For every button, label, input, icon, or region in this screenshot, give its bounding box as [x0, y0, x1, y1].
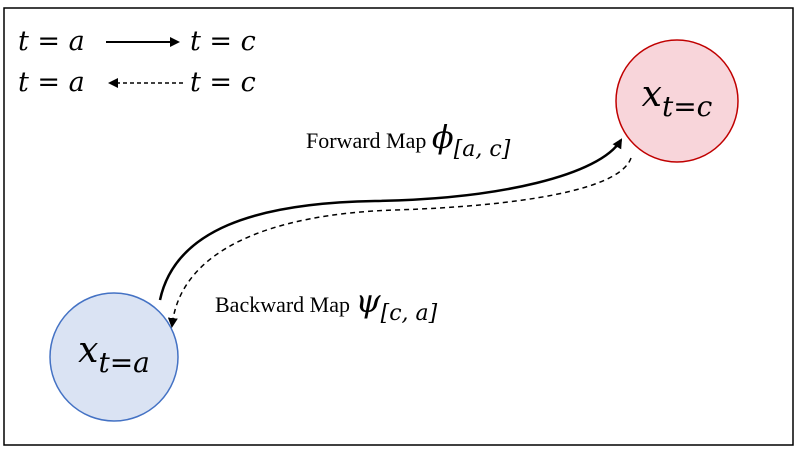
node-start-subscript: t=a: [98, 346, 150, 379]
node-end-circle: [615, 39, 739, 163]
forward-map-arrow: [158, 138, 623, 301]
forward-map-text: Forward Map: [306, 128, 432, 153]
node-end-subscript: t=c: [661, 90, 713, 123]
psi-symbol: ψ: [355, 282, 381, 320]
forward-map-label: Forward Map ϕ[a, c]: [306, 121, 511, 165]
phi-symbol: ϕ: [431, 118, 454, 156]
outer-border: [3, 7, 794, 446]
node-start-label: xt=a: [78, 330, 150, 380]
backward-map-arrow: [167, 157, 632, 328]
legend-forward-left: t = a: [18, 26, 85, 57]
legend-forward-right: t = c: [190, 26, 256, 57]
backward-map-text: Backward Map: [215, 292, 356, 317]
backward-map-label: Backward Map ψ[c, a]: [215, 285, 438, 329]
forward-map-subscript: [a, c]: [453, 137, 511, 162]
backward-map-subscript: [c, a]: [380, 301, 438, 326]
legend-backward-left: t = a: [18, 67, 85, 98]
legend-backward-right: t = c: [190, 67, 256, 98]
node-start-circle: [49, 292, 179, 422]
node-end-label: xt=c: [641, 74, 713, 124]
